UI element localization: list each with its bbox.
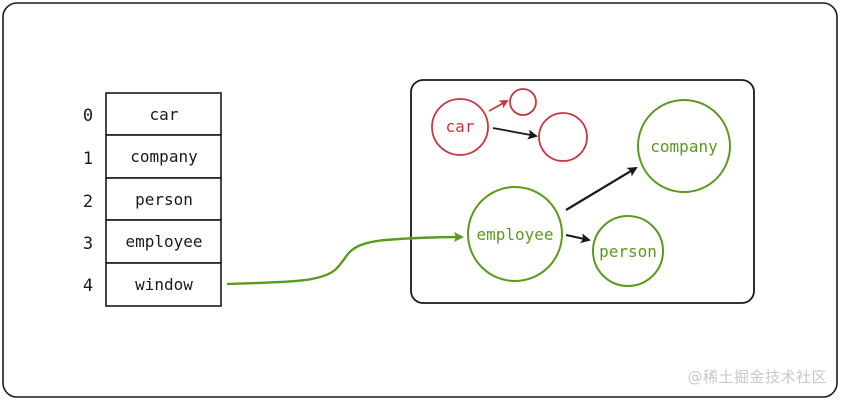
car-to-small-node-2-arrow [492,127,538,140]
array-cell-2 [105,177,222,221]
array-indices: 0 1 2 3 4 [83,106,93,296]
company-node-label: company [650,137,718,156]
car-node-label: car [446,117,475,136]
car-small-node-2 [538,112,588,162]
array [105,92,222,307]
car-to-small-node-1-arrow [488,100,509,112]
watermark: @稀土掘金技术社区 [687,368,827,386]
array-index-1: 1 [83,149,93,169]
employee-node [467,186,563,282]
car-node [431,98,489,156]
employee-to-person-arrow [565,233,591,244]
person-node-label: person [599,242,657,261]
array-cell-3 [105,219,222,264]
employee-node-label: employee [476,225,553,244]
array-cell-label-2: person [135,190,193,209]
array-index-3: 3 [83,234,93,254]
array-cell-label-3: employee [125,232,202,251]
person-node [592,215,664,287]
window-to-employee-arrow [226,232,464,286]
array-cell-label-1: company [130,147,198,166]
array-cell-label-0: car [150,105,179,124]
heap-box [410,79,755,304]
array-index-0: 0 [83,106,93,126]
array-cell-4 [105,262,222,307]
array-cell-label-4: window [135,275,193,294]
array-index-4: 4 [83,276,93,296]
array-index-2: 2 [83,192,93,212]
company-node [637,99,731,193]
array-cell-labels: car company person employee window [125,105,202,294]
car-small-node-1 [509,88,537,116]
employee-to-company-arrow [565,166,638,211]
